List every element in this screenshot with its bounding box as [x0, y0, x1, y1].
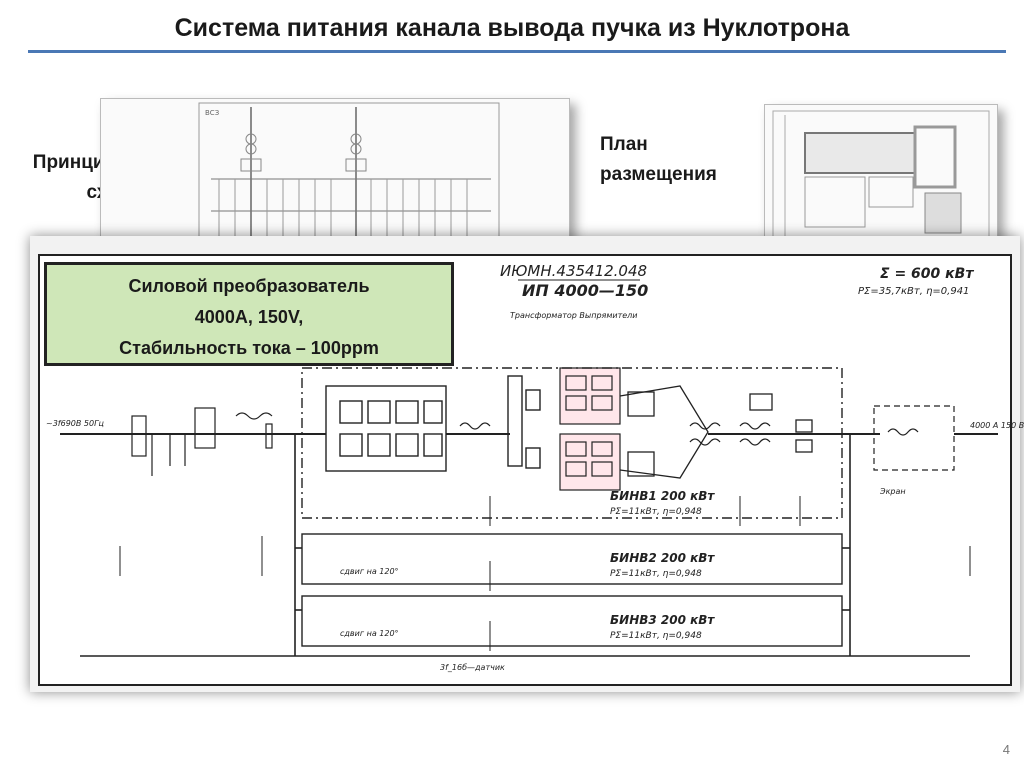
page-number: 4 — [1002, 742, 1010, 757]
rectifier-block — [325, 385, 447, 472]
binv2-shift: сдвиг на 120° — [340, 567, 399, 576]
binv3-shift: сдвиг на 120° — [340, 629, 399, 638]
converter-line1: Силовой преобразователь — [128, 276, 370, 296]
transformer-label: Трансформатор Выпрямители — [510, 311, 637, 320]
doc-number: ИЮМН.435412.048 — [500, 262, 647, 280]
converter-line3: Стабильность тока – 100ppm — [119, 338, 379, 358]
binv3-block — [301, 595, 843, 647]
binv3-loss: PΣ=11кВт, η=0,948 — [610, 631, 702, 641]
binv1-block — [301, 367, 843, 519]
plan-label-line1: План — [600, 134, 648, 155]
binv1-label: БИНВ1 200 кВт — [610, 489, 715, 503]
slide-title: Система питания канала вывода пучка из Н… — [174, 14, 850, 42]
total-loss: PΣ=35,7кВт, η=0,941 — [858, 286, 969, 297]
doc-name: ИП 4000—150 — [522, 281, 648, 300]
output-label: 4000 А 150 В — [970, 421, 1024, 430]
converter-specs-box: Силовой преобразователь 4000А, 150V, Ста… — [44, 262, 454, 366]
transformer-block — [507, 375, 541, 469]
converter-line2: 4000А, 150V, — [194, 307, 304, 327]
schematic-diagram: ИЮМН.435412.048 ИП 4000—150 Σ = 600 кВт … — [46, 262, 1024, 672]
schematic-thumbnail: ВСЗ — [100, 98, 570, 248]
total-power: Σ = 600 кВт — [880, 266, 974, 282]
inverter-cells — [559, 367, 621, 491]
input-label: ~3f690В 50Гц — [46, 419, 105, 428]
binv1-loss: PΣ=11кВт, η=0,948 — [610, 507, 702, 517]
binv2-label: БИНВ2 200 кВт — [610, 551, 715, 565]
svg-text:ВСЗ: ВСЗ — [205, 109, 220, 117]
plan-thumbnail-drawing — [772, 110, 990, 244]
screen-label: Экран — [879, 487, 906, 496]
sensor-label: 3f_16б—датчик — [440, 663, 505, 672]
plan-label: План размещения — [600, 130, 717, 190]
binv2-loss: PΣ=11кВт, η=0,948 — [610, 569, 702, 579]
binv2-block — [301, 533, 843, 585]
schematic-thumbnail-drawing: ВСЗ — [198, 102, 500, 246]
binv3-label: БИНВ3 200 кВт — [610, 613, 715, 627]
plan-label-line2: размещения — [600, 164, 717, 185]
plan-thumbnail — [764, 104, 998, 248]
title-divider — [28, 50, 1006, 53]
